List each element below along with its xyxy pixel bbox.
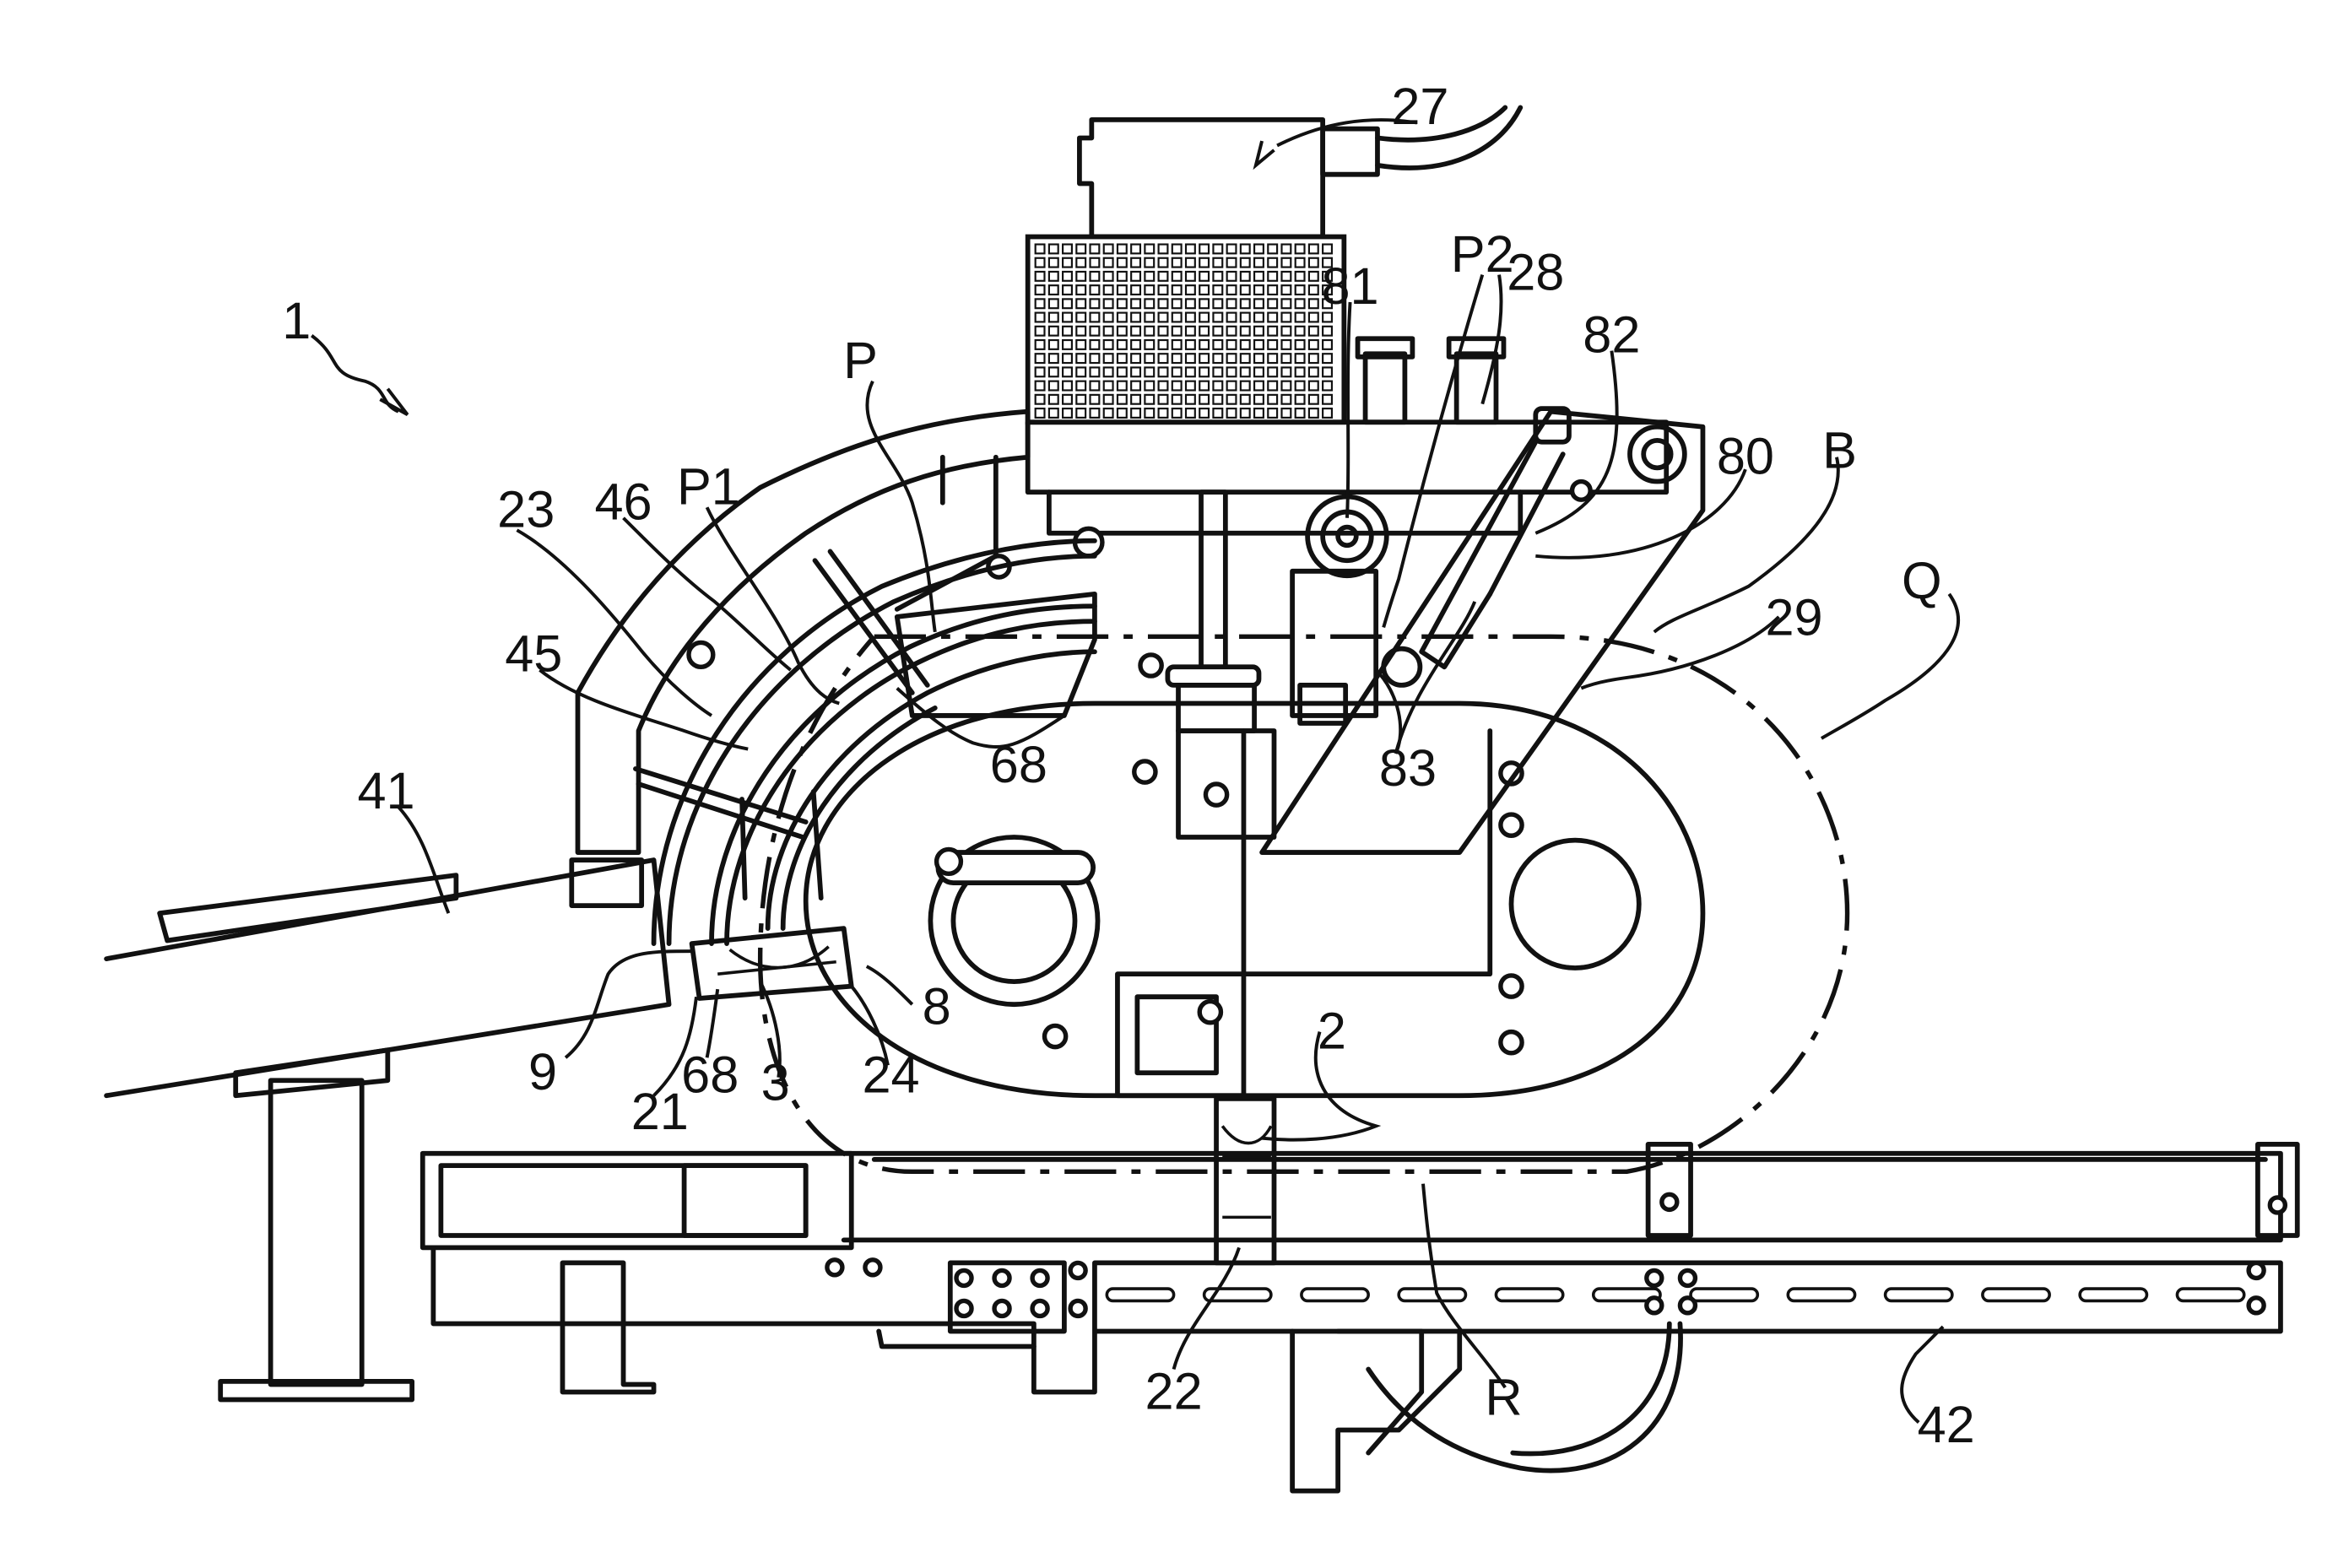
label-22: 22 <box>1145 1362 1203 1419</box>
infeed-conveyor <box>106 860 668 1399</box>
label-8: 8 <box>923 978 951 1035</box>
label-1: 1 <box>282 292 311 349</box>
label-29: 29 <box>1765 588 1822 646</box>
conveyor-slot <box>1886 1289 1952 1300</box>
label-68-upper: 68 <box>990 736 1047 793</box>
label-83: 83 <box>1379 739 1437 797</box>
label-P1: P1 <box>677 458 740 516</box>
label-21: 21 <box>631 1083 689 1140</box>
label-2: 2 <box>1318 1002 1346 1059</box>
label-41: 41 <box>357 762 414 819</box>
label-P2: P2 <box>1451 225 1514 283</box>
label-68-lower: 68 <box>681 1046 739 1104</box>
label-45: 45 <box>505 625 562 683</box>
label-82: 82 <box>1583 305 1640 363</box>
conveyor-slot <box>2080 1289 2146 1300</box>
label-46: 46 <box>594 473 652 531</box>
conveyor-slot <box>1691 1289 1757 1300</box>
conveyor-slot <box>1496 1289 1562 1300</box>
label-R: R <box>1485 1369 1522 1426</box>
label-9: 9 <box>528 1043 557 1100</box>
conveyor-slot <box>1302 1289 1368 1300</box>
label-Q: Q <box>1902 552 1942 609</box>
motor-unit <box>1028 107 1521 422</box>
arm-assembly <box>1262 408 1702 852</box>
conveyor-slot <box>1788 1289 1854 1300</box>
conveyor-slot <box>1399 1289 1465 1300</box>
label-24: 24 <box>862 1046 919 1104</box>
label-80: 80 <box>1717 428 1774 485</box>
conveyor-slot <box>2177 1289 2243 1300</box>
conveyor-slot <box>1983 1289 2049 1300</box>
label-42: 42 <box>1918 1396 1975 1453</box>
label-3: 3 <box>761 1054 790 1111</box>
label-81: 81 <box>1321 257 1378 315</box>
label-28: 28 <box>1507 244 1564 301</box>
conveyor-slot <box>1107 1289 1173 1300</box>
label-23: 23 <box>497 481 555 538</box>
label-B: B <box>1822 421 1857 479</box>
bottom-conveyor <box>423 1144 2298 1491</box>
label-27: 27 <box>1391 78 1448 135</box>
label-P: P <box>843 332 878 389</box>
container <box>692 928 852 998</box>
conveyor-slots <box>1107 1289 2243 1300</box>
